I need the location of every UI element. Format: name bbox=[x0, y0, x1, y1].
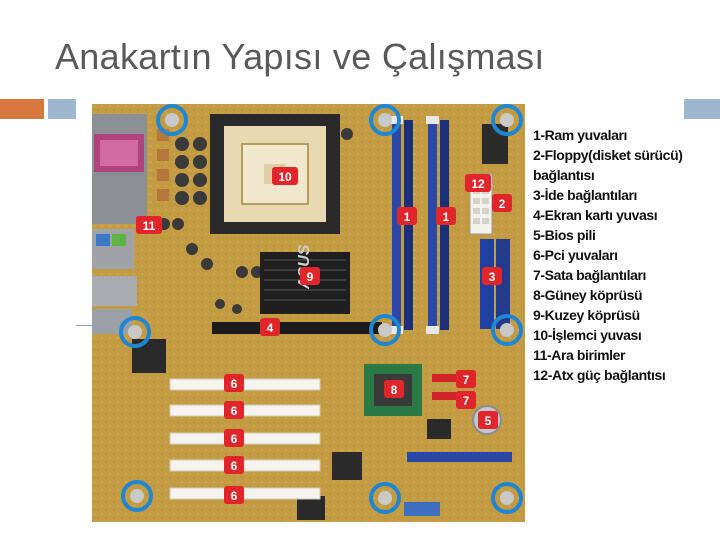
legend-item: 5-Bios pili bbox=[533, 227, 596, 243]
marker-ram-1: 1 bbox=[397, 207, 417, 225]
legend-item: 7-Sata bağlantıları bbox=[533, 267, 646, 283]
svg-text:9: 9 bbox=[307, 270, 314, 284]
accent-bar-blue-right bbox=[684, 99, 720, 119]
marker-floppy: 2 bbox=[492, 194, 512, 212]
component-legend: 1-Ram yuvaları 2-Floppy(disket sürücü) b… bbox=[533, 125, 713, 385]
marker-southbridge: 8 bbox=[384, 380, 404, 398]
marker-sata-1: 7 bbox=[456, 370, 476, 388]
svg-text:8: 8 bbox=[391, 383, 398, 397]
svg-text:6: 6 bbox=[231, 404, 238, 418]
svg-text:4: 4 bbox=[267, 321, 274, 335]
marker-ide: 3 bbox=[482, 267, 502, 285]
legend-item: 1-Ram yuvaları bbox=[533, 127, 628, 143]
marker-pcie: 4 bbox=[260, 318, 280, 336]
marker-northbridge: 9 bbox=[300, 267, 320, 285]
svg-text:7: 7 bbox=[463, 394, 470, 408]
legend-item: 11-Ara birimler bbox=[533, 347, 626, 363]
svg-text:6: 6 bbox=[231, 432, 238, 446]
legend-item: 6-Pci yuvaları bbox=[533, 247, 618, 263]
legend-item: bağlantısı bbox=[533, 167, 595, 183]
marker-pci-3: 6 bbox=[224, 429, 244, 447]
svg-text:1: 1 bbox=[404, 210, 411, 224]
motherboard-image: ASUS bbox=[92, 104, 525, 522]
svg-text:10: 10 bbox=[278, 170, 292, 184]
svg-text:6: 6 bbox=[231, 459, 238, 473]
marker-pci-2: 6 bbox=[224, 401, 244, 419]
marker-pci-1: 6 bbox=[224, 374, 244, 392]
legend-item: 9-Kuzey köprüsü bbox=[533, 307, 640, 323]
svg-text:11: 11 bbox=[143, 219, 156, 233]
accent-bar-blue-left bbox=[48, 99, 76, 119]
slide-title: Anakartın Yapısı ve Çalışması bbox=[55, 36, 545, 77]
accent-bar-orange bbox=[0, 99, 44, 119]
marker-sata-2: 7 bbox=[456, 391, 476, 409]
marker-io-ports: 11 bbox=[136, 216, 162, 234]
marker-ram-2: 1 bbox=[436, 207, 456, 225]
marker-pci-4: 6 bbox=[224, 456, 244, 474]
legend-item: 2-Floppy(disket sürücü) bbox=[533, 147, 683, 163]
marker-bios-battery: 5 bbox=[478, 411, 498, 429]
marker-cpu-socket: 10 bbox=[272, 167, 298, 185]
marker-pci-5: 6 bbox=[224, 486, 244, 504]
legend-item: 8-Güney köprüsü bbox=[533, 287, 643, 303]
svg-text:6: 6 bbox=[231, 489, 238, 503]
svg-text:3: 3 bbox=[489, 270, 496, 284]
svg-text:1: 1 bbox=[443, 210, 450, 224]
svg-text:6: 6 bbox=[231, 377, 238, 391]
svg-text:12: 12 bbox=[471, 177, 485, 191]
svg-text:2: 2 bbox=[499, 197, 506, 211]
legend-item: 4-Ekran kartı yuvası bbox=[533, 207, 658, 223]
legend-item: 3-İde bağlantıları bbox=[533, 187, 638, 203]
svg-text:5: 5 bbox=[485, 414, 492, 428]
marker-atx-power: 12 bbox=[465, 174, 491, 192]
legend-item: 10-İşlemci yuvası bbox=[533, 327, 642, 343]
svg-text:7: 7 bbox=[463, 373, 470, 387]
legend-item: 12-Atx güç bağlantısı bbox=[533, 367, 666, 383]
